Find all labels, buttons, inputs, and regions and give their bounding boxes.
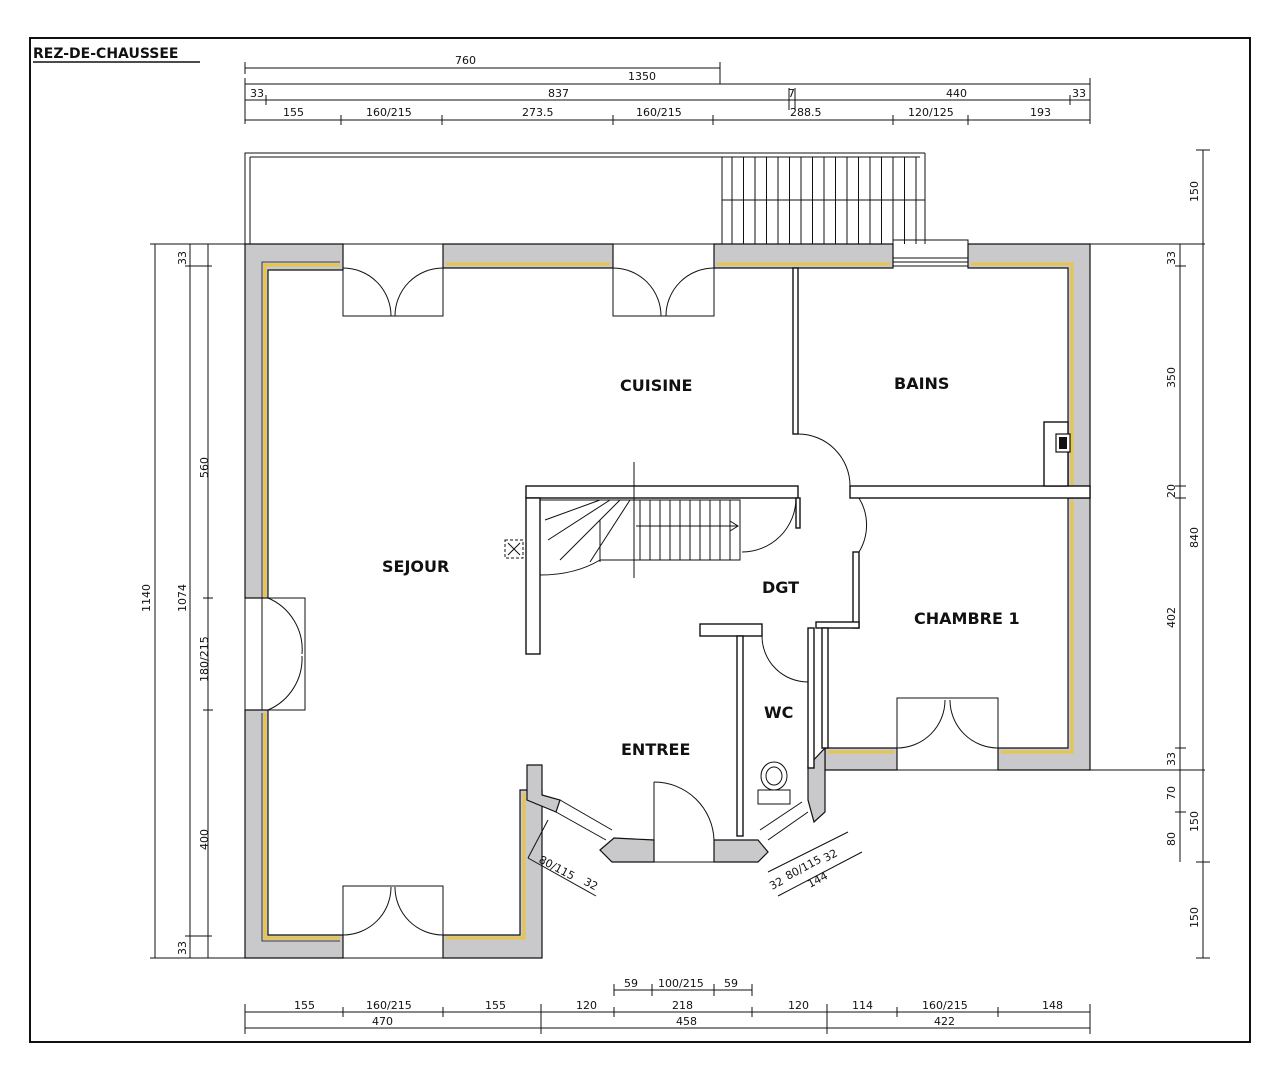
diag-right-32b: 32 — [821, 847, 839, 865]
dim-top-760: 760 — [455, 54, 476, 67]
interior-walls — [525, 267, 1091, 837]
dim-left-33a: 33 — [176, 251, 189, 265]
dim-top-33b: 33 — [1072, 87, 1086, 100]
toilet-icon — [757, 761, 791, 805]
insulation — [261, 261, 1074, 942]
top-dimensions: 760 1350 33 837 7 440 33 155 160/215 273… — [244, 54, 1091, 125]
dim-right-350: 350 — [1165, 367, 1178, 388]
dim-top-440: 440 — [946, 87, 967, 100]
diag-right-144: 144 — [805, 869, 830, 890]
dim-bot-148: 148 — [1042, 999, 1063, 1012]
door-sejour-top — [342, 243, 444, 317]
plan-title: REZ-DE-CHAUSSEE — [33, 46, 178, 62]
interior-stairs — [539, 462, 741, 578]
room-label-entree: ENTREE — [621, 740, 690, 759]
dim-left-33b: 33 — [176, 941, 189, 955]
door-wc — [761, 635, 809, 683]
dim-left-560: 560 — [198, 457, 211, 478]
dim-right-70: 70 — [1165, 786, 1178, 800]
dim-top-160-215a: 160/215 — [366, 106, 412, 119]
dim-top-837: 837 — [548, 87, 569, 100]
dim-top-273: 273.5 — [522, 106, 554, 119]
dim-bot-160-215a: 160/215 — [366, 999, 412, 1012]
stair-outline — [539, 499, 741, 576]
dim-right-840: 840 — [1188, 527, 1201, 548]
dim-left-400: 400 — [198, 829, 211, 850]
dim-bot-114: 114 — [852, 999, 873, 1012]
terrace — [244, 152, 926, 244]
exterior-stairs — [722, 157, 925, 244]
dim-bot-155b: 155 — [485, 999, 506, 1012]
room-label-bains: BAINS — [894, 374, 949, 393]
dim-bot-160-215b: 160/215 — [922, 999, 968, 1012]
dim-right-150c: 150 — [1188, 907, 1201, 928]
dim-bot-59b: 59 — [724, 977, 738, 990]
door-entree — [653, 781, 715, 863]
dim-left-180-215: 180/215 — [198, 636, 211, 682]
diag-left-32: 32 — [582, 875, 600, 893]
room-label-wc: WC — [764, 703, 793, 722]
dim-bot-458: 458 — [676, 1015, 697, 1028]
dim-left-1140: 1140 — [140, 584, 153, 612]
window-bains-top — [892, 239, 969, 267]
dim-right-402: 402 — [1165, 607, 1178, 628]
dim-top-1350: 1350 — [628, 70, 656, 83]
dim-top-155: 155 — [283, 106, 304, 119]
dim-top-33a: 33 — [250, 87, 264, 100]
right-dimensions: 150 33 350 20 840 402 33 70 150 80 150 — [1090, 149, 1210, 959]
stair-winder — [547, 499, 611, 541]
room-label-sejour: SEJOUR — [382, 557, 449, 576]
room-label-dgt: DGT — [762, 578, 799, 597]
stair-winder — [589, 499, 631, 563]
dim-bot-155a: 155 — [294, 999, 315, 1012]
dim-right-150b: 150 — [1188, 811, 1201, 832]
door-cuisine-top — [612, 243, 715, 317]
stair-arrow — [636, 520, 739, 532]
dim-right-20: 20 — [1165, 484, 1178, 498]
stair-winder — [544, 499, 601, 521]
dim-right-80: 80 — [1165, 832, 1178, 846]
dim-right-33a: 33 — [1165, 251, 1178, 265]
door-sejour-bottom — [342, 885, 444, 959]
door-chambre — [858, 497, 910, 553]
door-chambre-bottom — [896, 697, 999, 771]
room-label-chambre: CHAMBRE 1 — [914, 609, 1020, 628]
door-bains — [797, 433, 851, 487]
dim-bot-59a: 59 — [624, 977, 638, 990]
exterior-walls — [244, 243, 1091, 959]
dim-top-7: 7 — [788, 87, 795, 100]
room-label-cuisine: CUISINE — [620, 376, 692, 395]
dim-left-1074: 1074 — [176, 584, 189, 612]
dim-top-160-215b: 160/215 — [636, 106, 682, 119]
dim-top-288: 288.5 — [790, 106, 822, 119]
arrows-icon — [504, 539, 524, 559]
diag-left-80-115: 80/115 — [537, 853, 577, 883]
bottom-dimensions: 59 100/215 59 155 160/215 155 120 218 12… — [244, 977, 1091, 1034]
diag-right-32a: 32 — [767, 875, 785, 893]
dim-bot-218: 218 — [672, 999, 693, 1012]
dim-bot-470: 470 — [372, 1015, 393, 1028]
diag-dim-right: 32 80/115 32 144 — [767, 831, 863, 897]
drawing-frame — [29, 37, 1251, 1043]
left-dimensions: 1140 1074 33 560 180/215 400 33 — [140, 243, 245, 959]
bay-windows — [555, 799, 809, 841]
dim-bot-422: 422 — [934, 1015, 955, 1028]
dim-top-120-125: 120/125 — [908, 106, 954, 119]
dim-right-33b: 33 — [1165, 752, 1178, 766]
dim-bot-100-215: 100/215 — [658, 977, 704, 990]
dim-bot-120a: 120 — [576, 999, 597, 1012]
stair-winder — [559, 499, 621, 561]
door-sejour-left — [244, 597, 306, 711]
dim-right-150a: 150 — [1188, 181, 1201, 202]
dim-bot-120b: 120 — [788, 999, 809, 1012]
door-stair-dgt — [741, 497, 797, 553]
dim-top-193: 193 — [1030, 106, 1051, 119]
